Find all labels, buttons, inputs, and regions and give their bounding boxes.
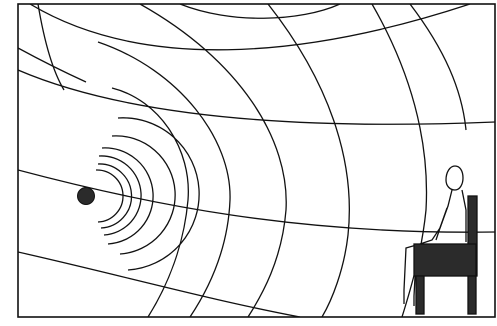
- seated-person-icon: [404, 166, 466, 306]
- chair-leg-back: [468, 276, 476, 314]
- person-arm: [436, 208, 447, 240]
- wavefront-arc: [140, 4, 286, 317]
- wavefront-arc: [96, 170, 123, 222]
- wavefront-arc: [410, 4, 466, 130]
- ray-line: [30, 4, 470, 50]
- person-head: [446, 166, 463, 190]
- wavefront-arcs: [96, 4, 466, 317]
- ray-line: [38, 4, 64, 90]
- ray-line: [180, 4, 340, 18]
- chair-leg-front: [416, 276, 424, 314]
- sound-source-dot-icon: [78, 188, 95, 205]
- chair-seat: [414, 244, 476, 276]
- sound-source: [78, 188, 95, 205]
- ray-line: [18, 70, 495, 124]
- listener-group: [404, 166, 477, 314]
- wavefront-arc: [118, 118, 199, 270]
- wavefront-arc: [99, 156, 141, 235]
- person-back: [462, 190, 466, 242]
